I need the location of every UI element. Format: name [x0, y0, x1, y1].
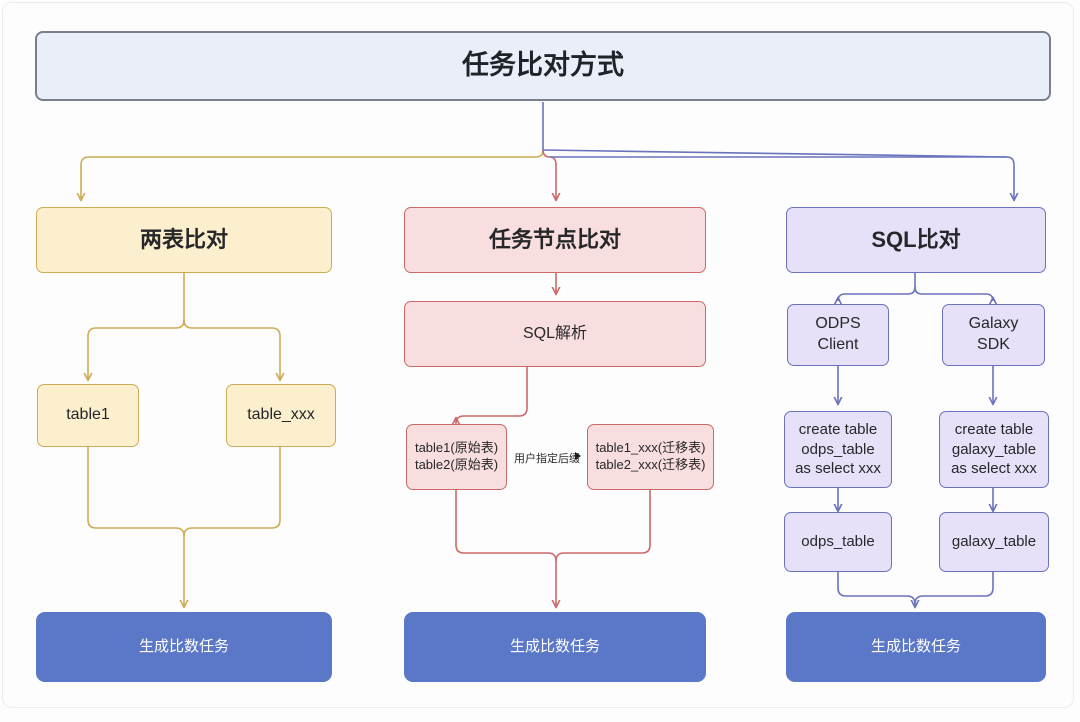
node-odps-client[interactable]: ODPS Client: [787, 304, 889, 366]
node-table1[interactable]: table1: [37, 384, 139, 447]
arrow-right-icon: [575, 452, 581, 460]
node-create-odps-table[interactable]: create table odps_table as select xxx: [784, 411, 892, 488]
node-create-galaxy-table[interactable]: create table galaxy_table as select xxx: [939, 411, 1049, 488]
diagram-title-node: 任务比对方式: [35, 31, 1051, 101]
node-sql-compare-heading[interactable]: SQL比对: [786, 207, 1046, 273]
node-galaxy-table[interactable]: galaxy_table: [939, 512, 1049, 572]
node-galaxy-sdk[interactable]: Galaxy SDK: [942, 304, 1045, 366]
node-odps-table[interactable]: odps_table: [784, 512, 892, 572]
result-task-node[interactable]: 生成比数任务: [404, 612, 706, 682]
node-origin-tables[interactable]: table1(原始表) table2(原始表): [406, 424, 507, 490]
edge-label-user-suffix: 用户指定后缀: [512, 450, 582, 466]
node-migrated-tables[interactable]: table1_xxx(迁移表) table2_xxx(迁移表): [587, 424, 714, 490]
node-sql-parse[interactable]: SQL解析: [404, 301, 706, 367]
node-table-xxx[interactable]: table_xxx: [226, 384, 336, 447]
node-two-table-heading[interactable]: 两表比对: [36, 207, 332, 273]
node-task-node-heading[interactable]: 任务节点比对: [404, 207, 706, 273]
result-sql-compare[interactable]: 生成比数任务: [786, 612, 1046, 682]
result-two-table[interactable]: 生成比数任务: [36, 612, 332, 682]
